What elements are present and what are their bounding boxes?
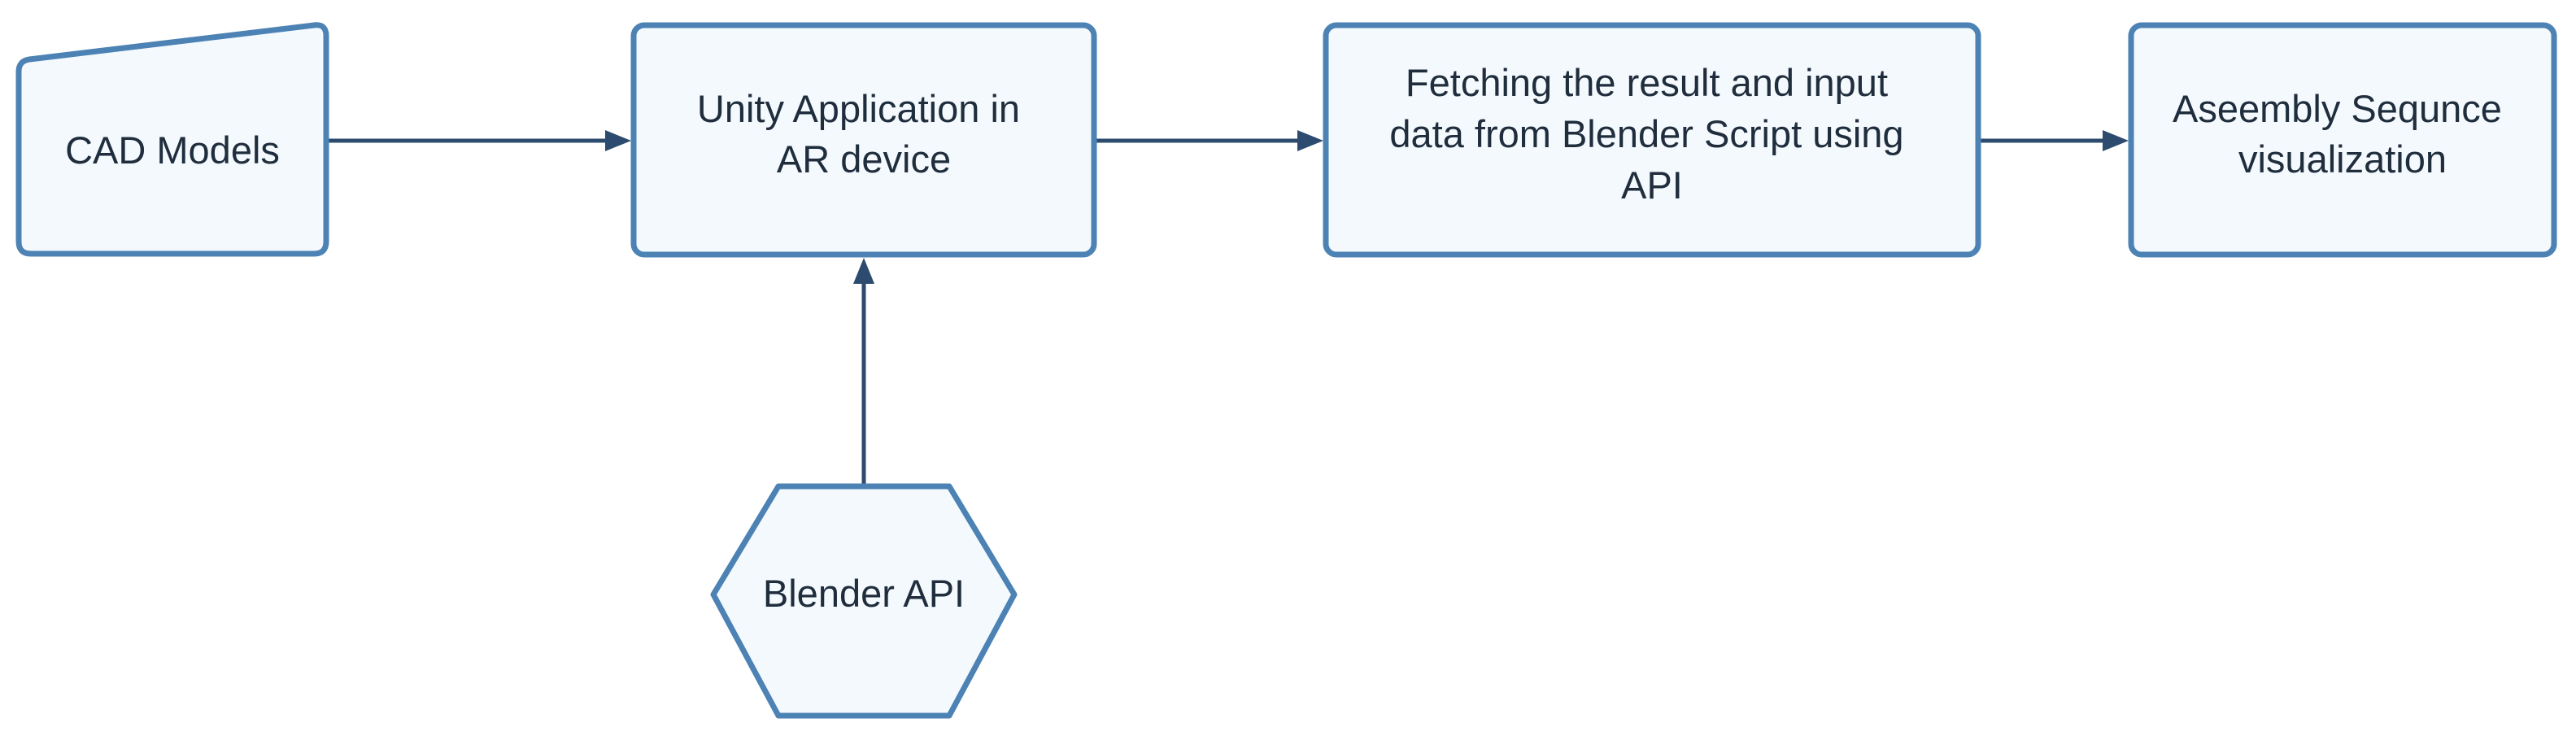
connector-fetching-to-assembly	[1980, 130, 2129, 151]
connector-cad-to-unity	[328, 130, 631, 151]
node-cad-models[interactable]: CAD Models	[15, 22, 329, 257]
blender-api-hexagon	[710, 483, 1018, 719]
cad-models-shape	[15, 22, 329, 257]
fetching-data-shape	[1323, 22, 1981, 258]
arrowhead	[1297, 130, 1323, 151]
node-fetching-data[interactable]: Fetching the result and input data from …	[1323, 22, 1981, 258]
blender-api-label: Blender API	[763, 572, 965, 615]
arrowhead	[605, 130, 631, 151]
arrowhead	[853, 258, 874, 284]
connector-blender-to-unity	[853, 258, 874, 486]
arrowhead	[2103, 130, 2129, 151]
assembly-visualization-label: Aseembly Sequnce visualization	[2173, 87, 2513, 181]
cad-models-label: CAD Models	[65, 128, 280, 172]
node-blender-api[interactable]: Blender API	[710, 483, 1018, 719]
node-assembly-visualization[interactable]: Aseembly Sequnce visualization	[2128, 22, 2557, 258]
assembly-visualization-shape	[2128, 22, 2557, 258]
connector-unity-to-fetching	[1096, 130, 1323, 151]
node-unity-application[interactable]: Unity Application in AR device	[630, 22, 1097, 258]
unity-application-label: Unity Application in AR device	[697, 87, 1031, 181]
unity-application-shape	[630, 22, 1097, 258]
fetching-data-label: Fetching the result and input data from …	[1389, 61, 1914, 207]
